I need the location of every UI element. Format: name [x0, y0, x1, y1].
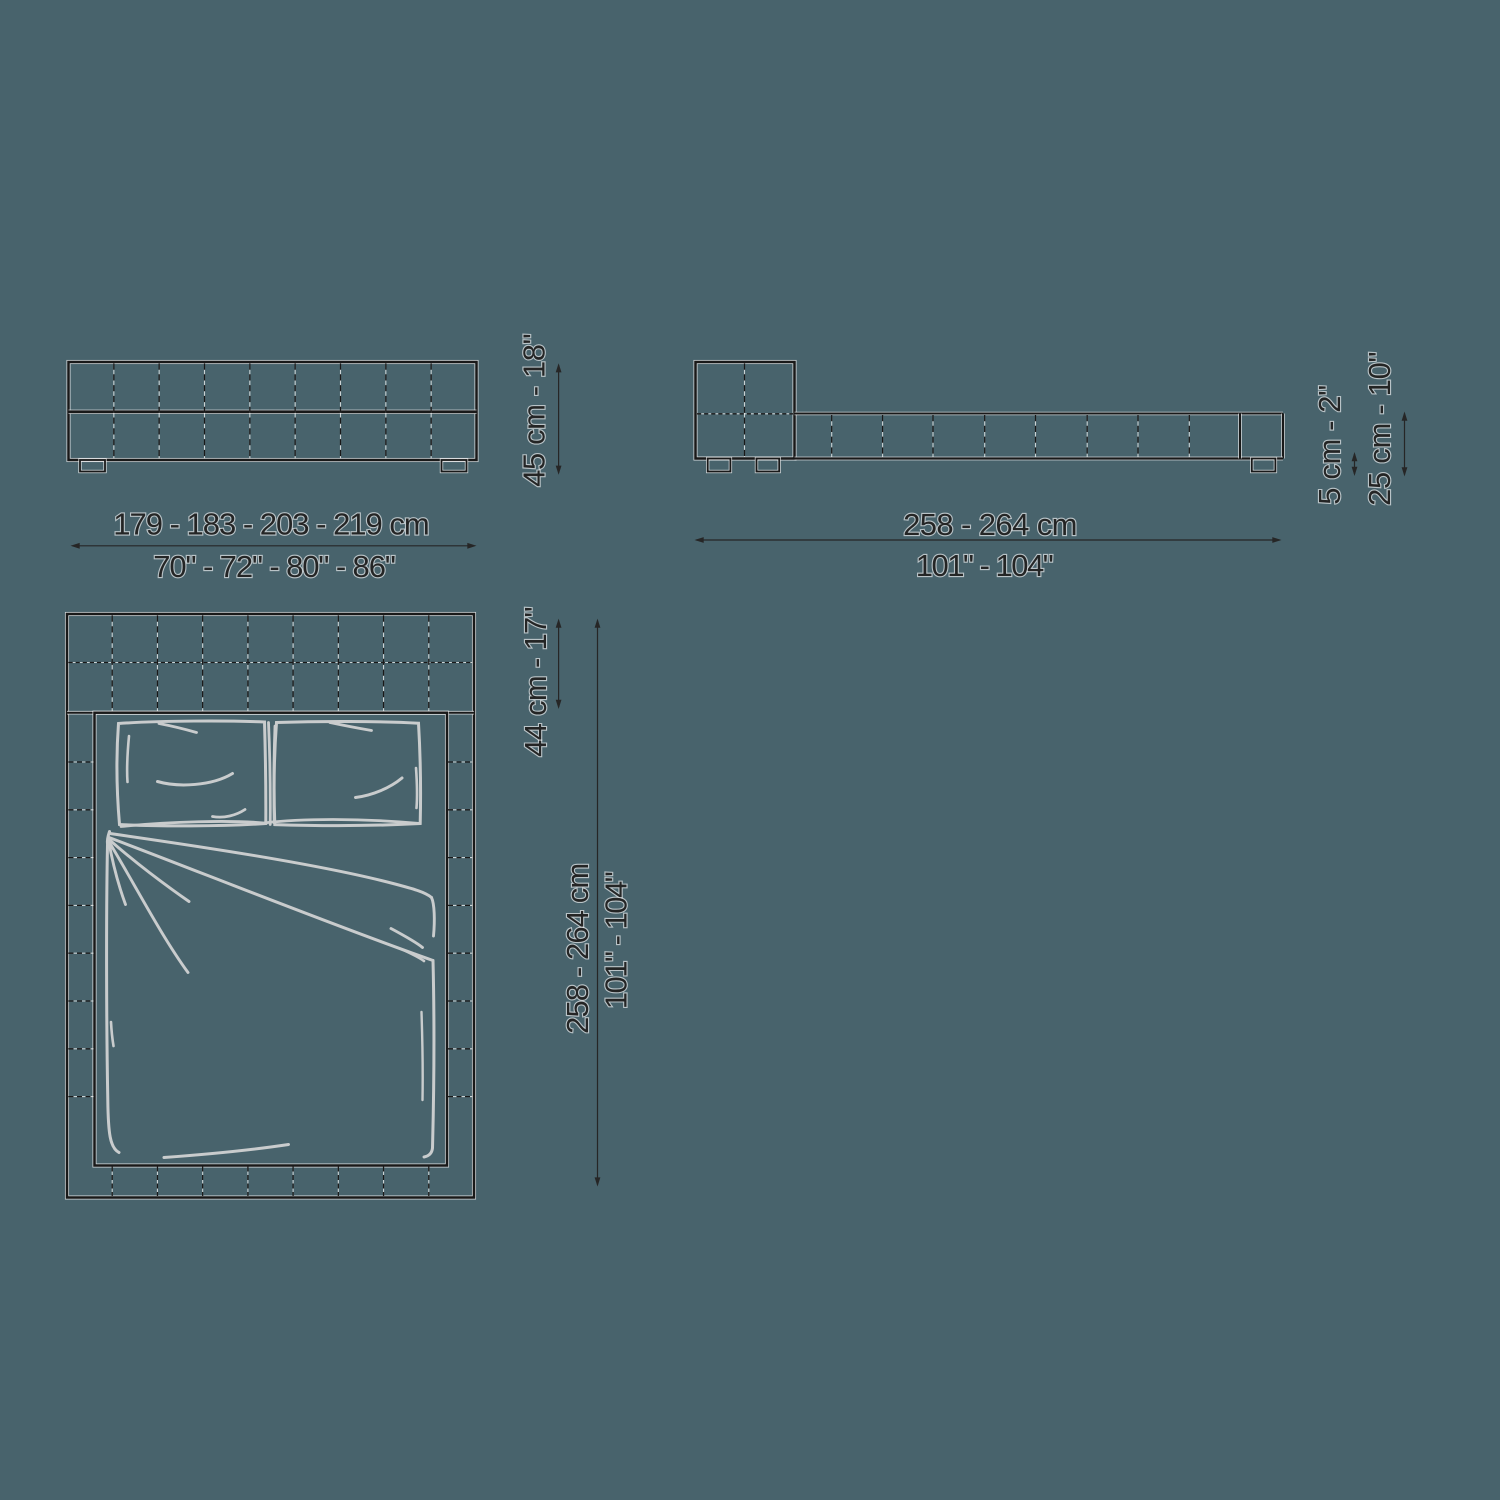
svg-text:101" - 104": 101" - 104"	[916, 548, 1053, 583]
svg-text:45 cm - 18": 45 cm - 18"	[517, 334, 552, 487]
svg-text:258 - 264 cm: 258 - 264 cm	[903, 507, 1077, 542]
svg-text:258 - 264 cm: 258 - 264 cm	[560, 864, 595, 1034]
svg-text:70" - 72" - 80" - 86": 70" - 72" - 80" - 86"	[153, 549, 395, 584]
svg-text:44 cm - 17": 44 cm - 17"	[518, 607, 553, 757]
svg-text:101" - 104": 101" - 104"	[599, 872, 634, 1009]
svg-text:179 - 183 - 203 - 219 cm: 179 - 183 - 203 - 219 cm	[113, 506, 428, 541]
svg-text:25 cm - 10": 25 cm - 10"	[1362, 352, 1397, 506]
svg-text:5 cm - 2": 5 cm - 2"	[1312, 385, 1347, 504]
